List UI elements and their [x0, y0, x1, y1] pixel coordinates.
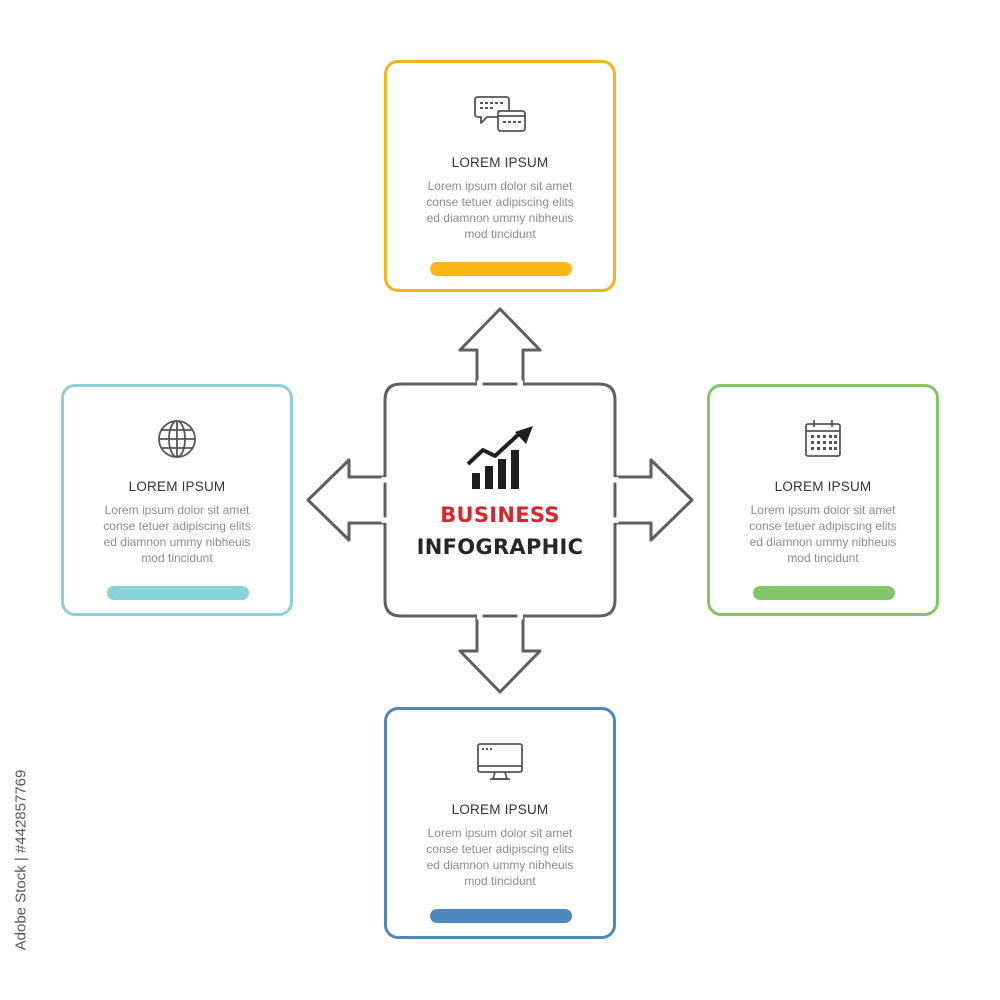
- globe-icon: [158, 420, 196, 458]
- growth-chart-icon: [466, 426, 533, 489]
- center-subtitle: INFOGRAPHIC: [416, 535, 584, 559]
- center-title: BUSINESS: [440, 503, 560, 527]
- card-left-bar: [107, 586, 249, 600]
- card-top-text: Lorem ipsum dolor sit amet conse tetuer …: [426, 179, 574, 241]
- chat-bubbles-icon: [474, 96, 526, 132]
- card-left-text: Lorem ipsum dolor sit amet conse tetuer …: [103, 503, 251, 565]
- monitor-icon: [477, 743, 523, 780]
- card-top-title: LOREM IPSUM: [451, 155, 549, 170]
- card-bottom-bar: [430, 909, 572, 923]
- card-right-bar: [753, 586, 895, 600]
- card-bottom: LOREM IPSUM Lorem ipsum dolor sit amet c…: [384, 707, 616, 939]
- card-right-text: Lorem ipsum dolor sit amet conse tetuer …: [749, 503, 897, 565]
- calendar-icon: [805, 420, 841, 457]
- arrow-outline: [306, 307, 694, 694]
- card-top: LOREM IPSUM Lorem ipsum dolor sit amet c…: [384, 60, 616, 292]
- card-bottom-text: Lorem ipsum dolor sit amet conse tetuer …: [426, 826, 574, 888]
- stock-id-watermark: Adobe Stock | #442857769: [6, 760, 36, 960]
- card-left-title: LOREM IPSUM: [128, 479, 226, 494]
- card-right: LOREM IPSUM Lorem ipsum dolor sit amet c…: [707, 384, 939, 616]
- card-bottom-title: LOREM IPSUM: [451, 802, 549, 817]
- stock-id-text: Adobe Stock | #442857769: [12, 769, 30, 951]
- card-right-title: LOREM IPSUM: [774, 479, 872, 494]
- card-left: LOREM IPSUM Lorem ipsum dolor sit amet c…: [61, 384, 293, 616]
- card-top-bar: [430, 262, 572, 276]
